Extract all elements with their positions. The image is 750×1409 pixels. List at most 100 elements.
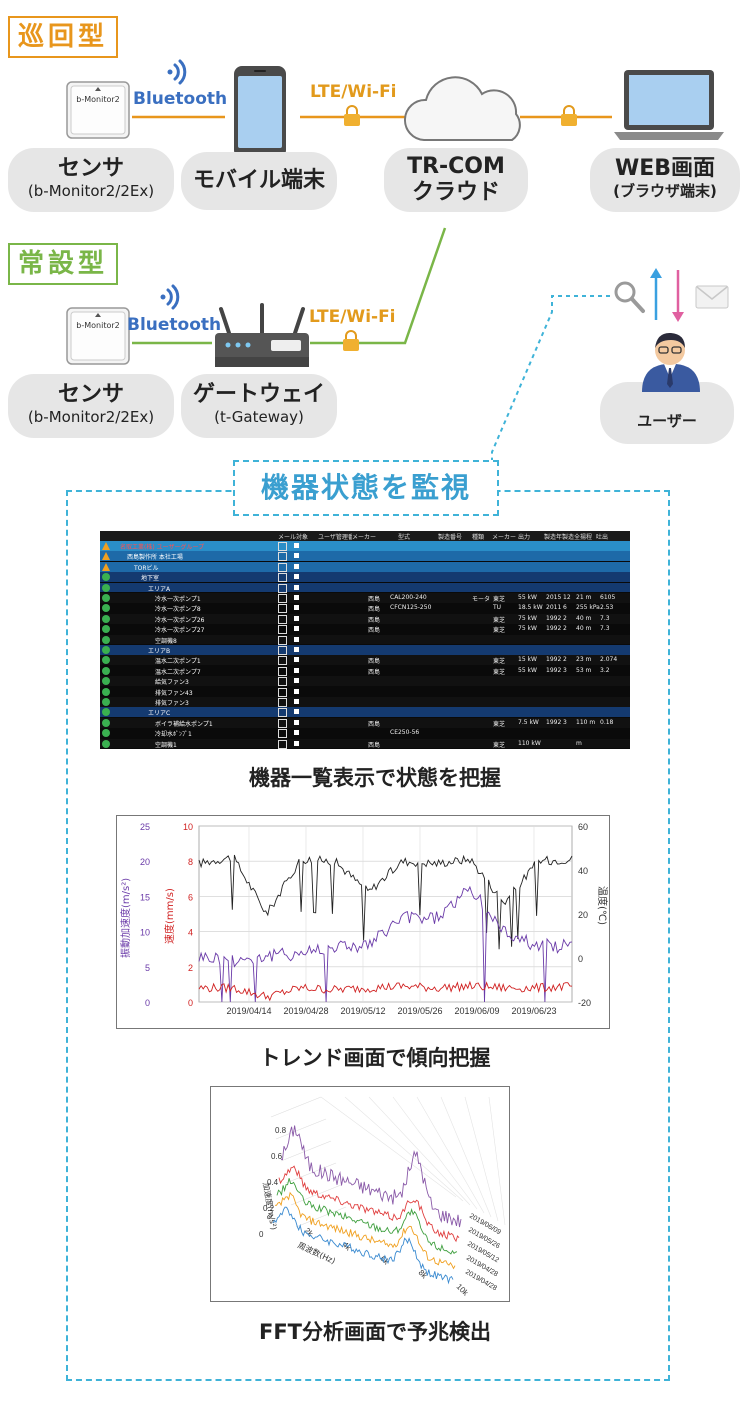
mail-checkbox[interactable] (294, 605, 299, 611)
fft-chart: 00.20.40.60.802k4k6k8k10k加速度(m/s²)周波数(Hz… (259, 1096, 506, 1298)
mail-checkbox[interactable] (294, 595, 299, 600)
edit-icon[interactable] (278, 677, 287, 687)
table-cell: 西島 (368, 658, 381, 666)
ok-check-icon (102, 687, 110, 696)
mail-checkbox[interactable] (294, 647, 299, 652)
column-header: 種類 (472, 534, 485, 541)
table-cell: 23 m (576, 656, 592, 664)
mail-checkbox[interactable] (294, 584, 299, 590)
mail-checkbox[interactable] (294, 553, 299, 559)
mail-checkbox[interactable] (294, 730, 299, 736)
lock-icon (343, 330, 359, 351)
ok-check-icon (102, 729, 110, 738)
edit-icon[interactable] (278, 698, 287, 707)
table-row[interactable]: 西島製作所 本社工場 (100, 551, 630, 562)
table-row[interactable]: エリアC (100, 707, 630, 718)
edit-icon[interactable] (278, 583, 287, 593)
edit-icon[interactable] (278, 573, 287, 583)
table-row[interactable]: 地下室 (100, 572, 630, 583)
trend-series-line (198, 854, 573, 950)
warning-icon (102, 552, 110, 561)
table-cell: 3 (563, 666, 567, 674)
mail-checkbox[interactable] (294, 678, 299, 684)
column-header: メール対象 (278, 534, 309, 541)
trend-caption: トレンド画面で傾向把握 (259, 1046, 491, 1070)
ok-check-icon (102, 614, 110, 623)
table-cell: 0.18 (600, 718, 614, 726)
row-name: 空調機1 (155, 741, 177, 749)
table-row[interactable]: 排気ファン43 (100, 686, 630, 697)
mail-checkbox[interactable] (294, 740, 299, 746)
ok-check-icon (102, 583, 110, 592)
mail-checkbox[interactable] (294, 688, 299, 694)
mail-checkbox[interactable] (294, 615, 299, 621)
row-name: 名取工業(株) ユーザーグループ (120, 544, 205, 551)
edit-icon[interactable] (278, 687, 287, 697)
table-row[interactable]: エリアA (100, 582, 630, 593)
mail-checkbox[interactable] (294, 563, 299, 569)
mail-checkbox[interactable] (294, 574, 299, 580)
y-tick-label: 20 (140, 857, 150, 867)
table-cell: 110 kW (518, 739, 541, 747)
edit-icon[interactable] (278, 542, 287, 551)
mail-checkbox[interactable] (294, 719, 299, 725)
table-row[interactable]: エリアB (100, 645, 630, 655)
table-cell: 18.5 kW (518, 604, 543, 612)
mail-checkbox[interactable] (294, 709, 299, 715)
table-cell: 21 m (576, 594, 592, 601)
table-cell: CAL200-240 (390, 594, 427, 601)
upload-arrow-icon (650, 268, 662, 320)
table-row[interactable]: 給気ファン3 (100, 676, 630, 687)
edit-icon[interactable] (278, 604, 287, 614)
edit-icon[interactable] (278, 646, 287, 655)
table-cell: 1992 (546, 666, 562, 674)
edit-icon[interactable] (278, 708, 287, 718)
cloud-name: TR-COM (407, 154, 505, 179)
edit-icon[interactable] (278, 729, 287, 739)
mail-checkbox[interactable] (294, 626, 299, 632)
grid-line (368, 1096, 471, 1206)
table-row[interactable]: TORビル (100, 561, 630, 572)
patrol-type-label: 巡回型 (8, 16, 119, 58)
mail-checkbox[interactable] (294, 699, 299, 704)
table-cell: 6105 (600, 594, 616, 601)
table-cell: 55 kW (518, 594, 537, 601)
edit-icon[interactable] (278, 594, 287, 603)
mail-checkbox[interactable] (294, 636, 299, 642)
fft-series-line (278, 1165, 460, 1243)
mail-checkbox[interactable] (294, 657, 299, 663)
edit-icon[interactable] (278, 718, 287, 728)
table-row[interactable]: 名取工業(株) ユーザーグループ (100, 541, 630, 551)
lte-link-permanent (310, 227, 447, 345)
table-row[interactable]: 空調機8 (100, 634, 630, 645)
mail-checkbox[interactable] (294, 667, 299, 673)
edit-icon[interactable] (278, 656, 287, 666)
edit-icon[interactable] (278, 739, 287, 749)
download-arrow-icon (672, 270, 684, 322)
table-cell: 110 m (576, 718, 596, 726)
table-cell: CE250-56 (390, 729, 420, 737)
wireless-icon (160, 284, 180, 310)
edit-icon[interactable] (278, 552, 287, 562)
fft-series-line (272, 1206, 454, 1285)
edit-icon[interactable] (278, 614, 287, 624)
edit-icon[interactable] (278, 562, 287, 572)
column-header: 製造月 (562, 534, 574, 541)
edit-icon[interactable] (278, 625, 287, 635)
table-cell: 3.2 (600, 666, 610, 674)
edit-icon[interactable] (278, 635, 287, 645)
edit-icon[interactable] (278, 666, 287, 676)
mail-checkbox[interactable] (294, 543, 299, 548)
y-tick-label: 25 (140, 822, 150, 832)
table-row[interactable]: 排気ファン3 (100, 697, 630, 707)
user-dashed-connector (491, 295, 610, 460)
